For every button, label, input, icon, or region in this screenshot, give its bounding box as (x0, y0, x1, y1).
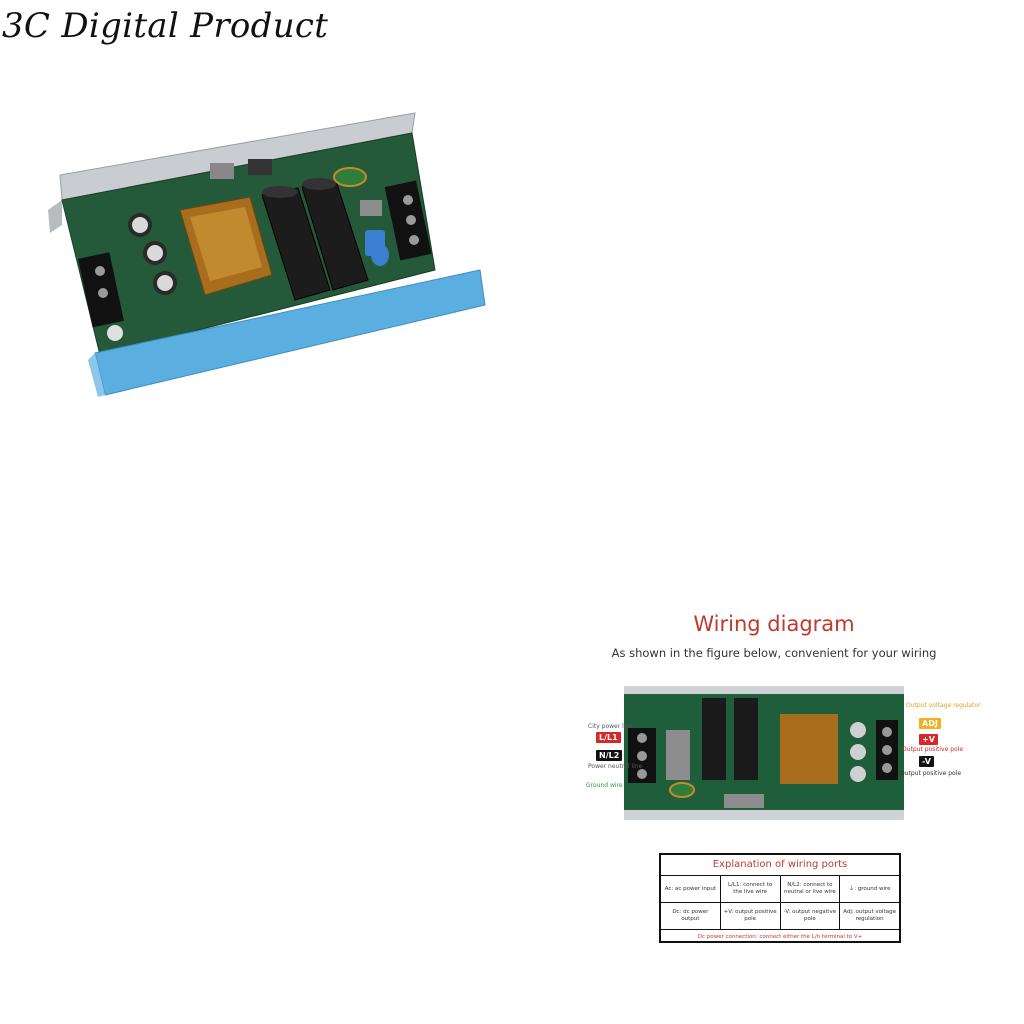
table-cell: N/L2: connect to neutral or live wire (781, 876, 841, 902)
wiring-board-image (624, 686, 904, 820)
label-output-positive-pole-2: Output positive pole (900, 770, 962, 777)
tag-plus-v: +V (919, 734, 938, 745)
wiring-title: Wiring diagram (693, 612, 855, 636)
table-cell: L/L1: connect to the live wire (721, 876, 781, 902)
label-output-positive-pole: Output positive pole (902, 746, 964, 753)
tag-adj: ADJ (919, 718, 941, 729)
table-row: Ac: ac power input L/L1: connect to the … (661, 876, 899, 903)
table-cell: Dc: dc power output (661, 903, 721, 929)
tag-n2: N/L2 (596, 750, 623, 761)
wiring-subtitle: As shown in the figure below, convenient… (611, 646, 937, 660)
label-power-neutral: Power neutral line (588, 763, 643, 770)
table-cell: -V: output negative pole (781, 903, 841, 929)
label-output-voltage-regulator: Output voltage regulator (906, 702, 981, 709)
table-cell: Ac: ac power input (661, 876, 721, 902)
label-ground-wire: Ground wire (586, 782, 623, 789)
tag-l1: L/L1 (596, 732, 621, 743)
table-cell: Adj: output voltage regulation (843, 909, 896, 922)
table-cell: ⏚: ground wire (848, 885, 891, 892)
tag-minus-v: -V (919, 756, 934, 767)
label-city-power: City power line (588, 723, 633, 730)
wiring-ports-table: Explanation of wiring ports Ac: ac power… (659, 853, 901, 943)
wiring-diagram-panel: Wiring diagram As shown in the figure be… (584, 578, 981, 958)
brand-title: 3C Digital Product (2, 6, 329, 46)
table-cell: +V: output positive pole (721, 903, 781, 929)
table-footer: Dc power connection: connect either the … (697, 934, 863, 940)
table-row: Dc: dc power output +V: output positive … (661, 903, 899, 930)
power-supply-photo (48, 112, 486, 397)
table-title: Explanation of wiring ports (661, 855, 899, 876)
